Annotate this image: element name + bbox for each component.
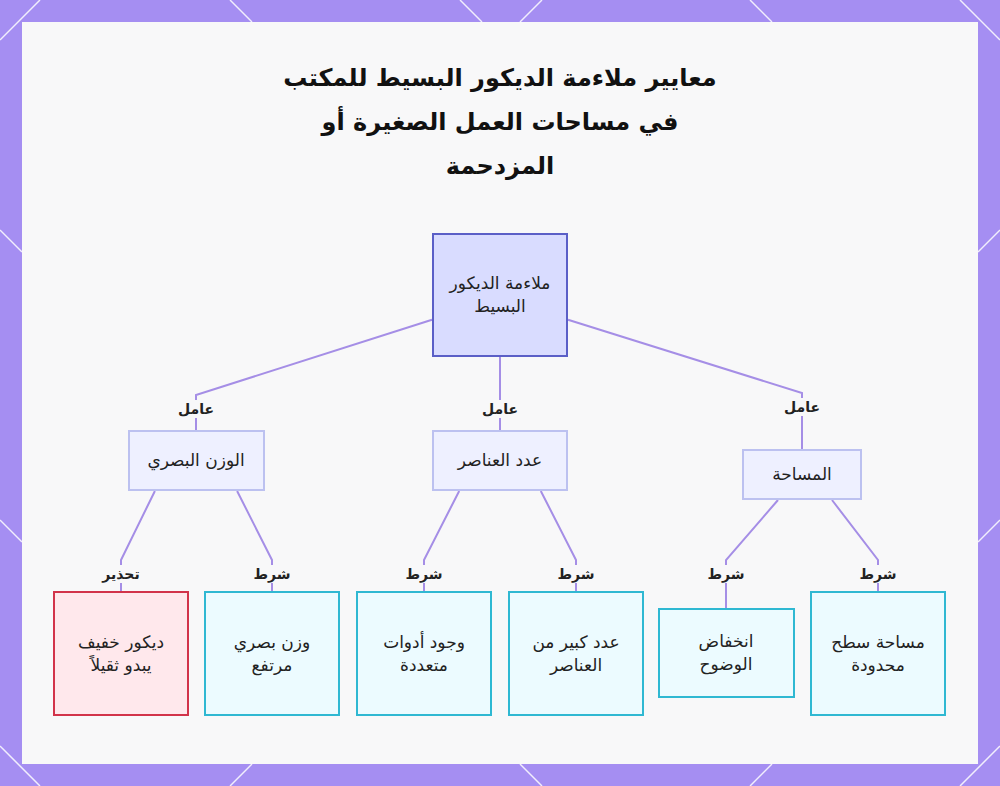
connector-line (568, 320, 802, 449)
connector-line (499, 357, 501, 430)
edge-label: عامل (479, 400, 521, 418)
node-text: وجود أدوات متعددة (370, 631, 478, 677)
panel-ground (22, 22, 978, 764)
factor-box: عدد العناصر (432, 430, 568, 491)
node-text: انخفاض الوضوح (672, 630, 781, 676)
warning-box: ديكور خفيف يبدو ثقيلاً (53, 591, 189, 716)
edge-label: شرط (554, 565, 597, 583)
condition-box: عدد كبير من العناصر (508, 591, 644, 716)
condition-box: وزن بصري مرتفع (204, 591, 340, 716)
edge-label: شرط (250, 565, 293, 583)
edge-label: عامل (175, 400, 217, 418)
node-text: مساحة سطح محدودة (824, 631, 932, 677)
edge-label: شرط (856, 565, 899, 583)
node-text: ديكور خفيف يبدو ثقيلاً (67, 631, 175, 677)
node-text: ملاءمة الديكور البسيط (446, 272, 554, 318)
node-text: وزن بصري مرتفع (218, 631, 326, 677)
factor-box: المساحة (742, 449, 862, 500)
factor-box: الوزن البصري (128, 430, 265, 491)
connector-line (196, 320, 432, 430)
edge-label: عامل (781, 398, 823, 416)
edge-label: شرط (402, 565, 445, 583)
edge-label: شرط (704, 565, 747, 583)
root-box: ملاءمة الديكور البسيط (432, 233, 568, 357)
node-text: عدد العناصر (458, 449, 542, 472)
connector-line (726, 500, 778, 608)
node-text: عدد كبير من العناصر (522, 631, 630, 677)
node-text: الوزن البصري (147, 449, 244, 472)
node-text: المساحة (772, 463, 832, 486)
condition-box: انخفاض الوضوح (658, 608, 795, 698)
diagram-title: معايير ملاءمة الديكور البسيط للمكتب في م… (270, 56, 730, 188)
condition-box: مساحة سطح محدودة (810, 591, 946, 716)
condition-box: وجود أدوات متعددة (356, 591, 492, 716)
edge-label: تحذير (99, 565, 142, 583)
